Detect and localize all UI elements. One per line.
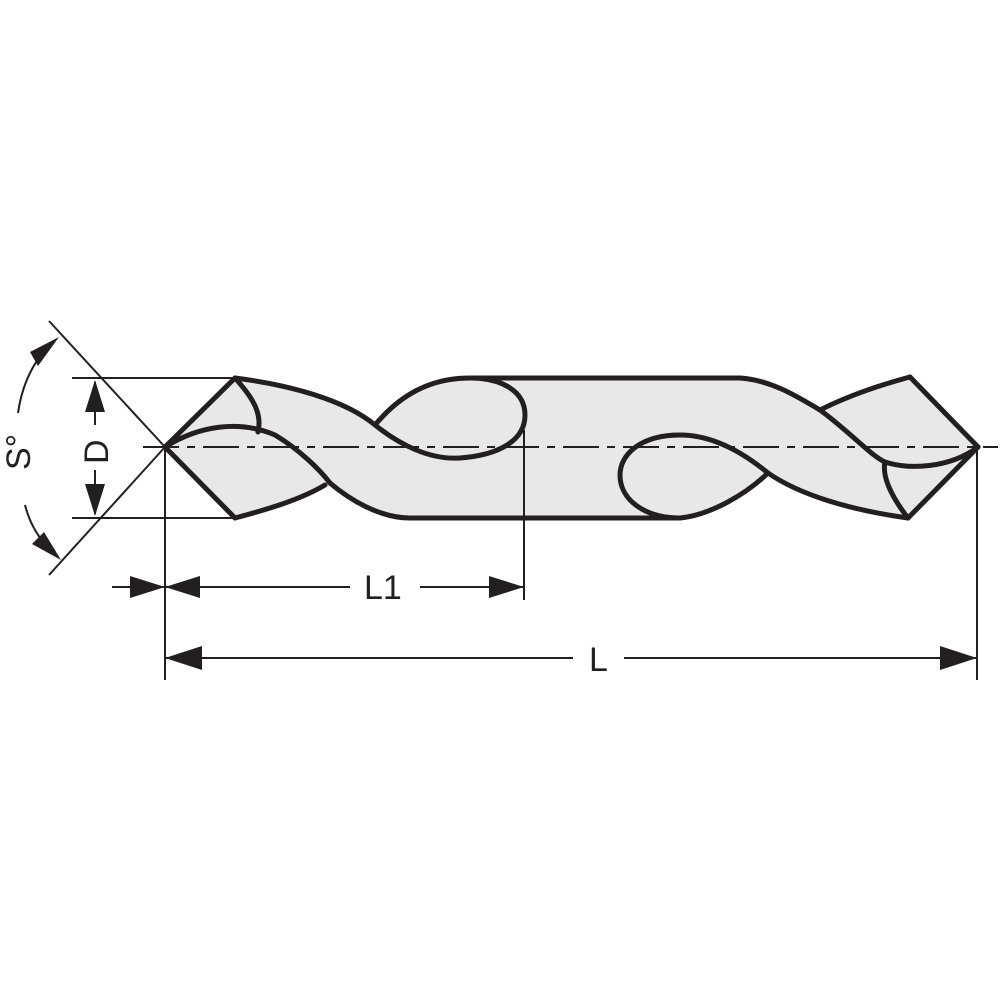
flute-length-dimension: L1 [112, 569, 524, 607]
point-angle-label: S° [0, 434, 38, 470]
arrow-left-icon [165, 646, 202, 670]
arrow-down-icon [85, 484, 105, 516]
arrow-right-icon [130, 576, 165, 598]
flute-length-label: L1 [364, 569, 402, 607]
arrow-right-icon [940, 646, 977, 670]
angle-line-bottom [48, 446, 166, 576]
arrow-left-icon [165, 576, 200, 598]
arrow-icon [32, 532, 61, 560]
arrow-icon [30, 337, 59, 366]
overall-length-label: L [589, 641, 608, 679]
right-drill-point [881, 374, 981, 521]
left-drill-point [162, 375, 333, 521]
right-flute [617, 374, 981, 521]
angle-line-top [48, 320, 166, 448]
overall-length-dimension: L [165, 641, 977, 679]
left-flute [232, 375, 683, 521]
diameter-dimension: D [78, 380, 116, 516]
point-angle-dimension: S° [0, 337, 61, 560]
diameter-label: D [78, 439, 116, 464]
arrow-right-icon [489, 576, 524, 598]
arrow-up-icon [85, 380, 105, 412]
